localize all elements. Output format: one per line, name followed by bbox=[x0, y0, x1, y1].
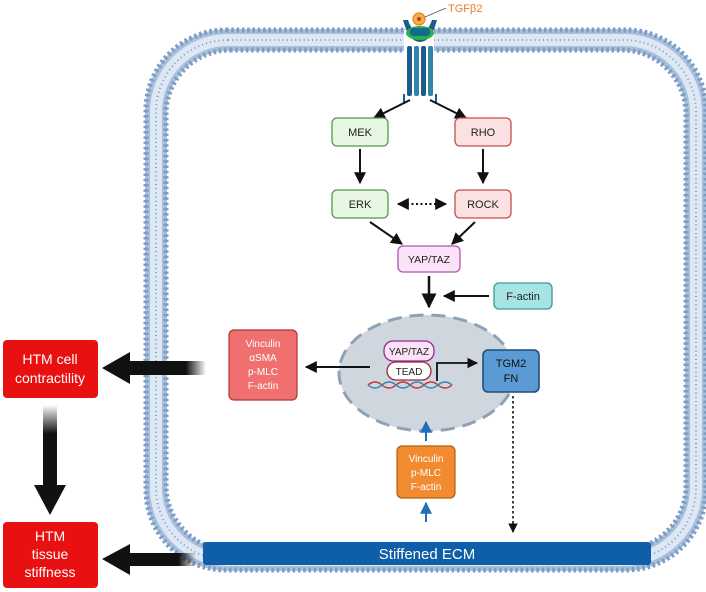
big-arrow-contractility-to-stiffness bbox=[34, 405, 66, 515]
htm-cell-contractility-outcome: HTM cell contractility bbox=[3, 340, 98, 398]
dna-helix-icon bbox=[367, 381, 453, 389]
stiffness-marker-factin: F-actin bbox=[411, 482, 442, 493]
mek-node: MEK bbox=[331, 117, 389, 147]
ligand-label: TGFβ2 bbox=[448, 3, 482, 15]
erk-node: ERK bbox=[331, 189, 389, 219]
contractile-marker-vinculin: Vinculin bbox=[246, 339, 281, 350]
stiffened-ecm-label: Stiffened ECM bbox=[379, 546, 475, 563]
rock-node: ROCK bbox=[454, 189, 512, 219]
stiffness-marker-vinculin: Vinculin bbox=[409, 454, 444, 465]
tgm2-fn-node: TGM2 FN bbox=[482, 349, 540, 393]
stiffness-markers-node: Vinculin p-MLC F-actin bbox=[396, 445, 456, 499]
tead-node: TEAD bbox=[386, 361, 432, 381]
f-actin-label: F-actin bbox=[506, 291, 540, 303]
nuclear-yap-taz-label: YAP/TAZ bbox=[389, 347, 429, 358]
f-actin-node: F-actin bbox=[493, 282, 553, 310]
transcription-arrow bbox=[436, 357, 479, 381]
arrow-receptor-to-mek bbox=[372, 99, 411, 119]
contractile-marker-factin: F-actin bbox=[248, 381, 279, 392]
arrow-rock-to-yaptaz bbox=[451, 221, 476, 245]
arrow-receptor-to-rho bbox=[429, 99, 468, 119]
nuclear-yap-taz: YAP/TAZ bbox=[383, 340, 435, 362]
rho-node: RHO bbox=[454, 117, 512, 147]
htm-tissue-stiffness-outcome: HTM tissue stiffness bbox=[3, 522, 98, 588]
arrow-erk-to-yaptaz bbox=[369, 221, 403, 245]
stiffness-marker-pmlc: p-MLC bbox=[411, 468, 441, 479]
contractile-marker-asma: αSMA bbox=[249, 353, 277, 364]
fn-label: FN bbox=[504, 373, 519, 385]
yap-taz-label: YAP/TAZ bbox=[408, 254, 451, 266]
contractile-marker-pmlc: p-MLC bbox=[248, 367, 278, 378]
big-arrow-to-stiffness bbox=[102, 544, 196, 575]
erk-label: ERK bbox=[349, 199, 372, 211]
stiffness-line-1: HTM bbox=[35, 528, 65, 544]
contractile-markers-node: Vinculin αSMA p-MLC F-actin bbox=[228, 329, 298, 401]
big-arrow-to-contractility bbox=[102, 352, 206, 384]
contractility-line-1: HTM cell bbox=[22, 351, 77, 367]
stiffness-line-2: tissue bbox=[32, 546, 69, 562]
stiffened-ecm-bar: Stiffened ECM bbox=[203, 542, 651, 565]
tgfb-receptor bbox=[403, 20, 437, 104]
tgm2-label: TGM2 bbox=[496, 358, 527, 370]
tead-label: TEAD bbox=[396, 367, 423, 378]
rock-label: ROCK bbox=[467, 199, 499, 211]
mek-label: MEK bbox=[348, 127, 373, 139]
stiffness-line-3: stiffness bbox=[24, 564, 75, 580]
rho-label: RHO bbox=[471, 127, 496, 139]
contractility-line-2: contractility bbox=[15, 370, 85, 386]
yap-taz-node: YAP/TAZ bbox=[397, 245, 461, 273]
tgfb2-ligand-icon bbox=[412, 7, 447, 26]
